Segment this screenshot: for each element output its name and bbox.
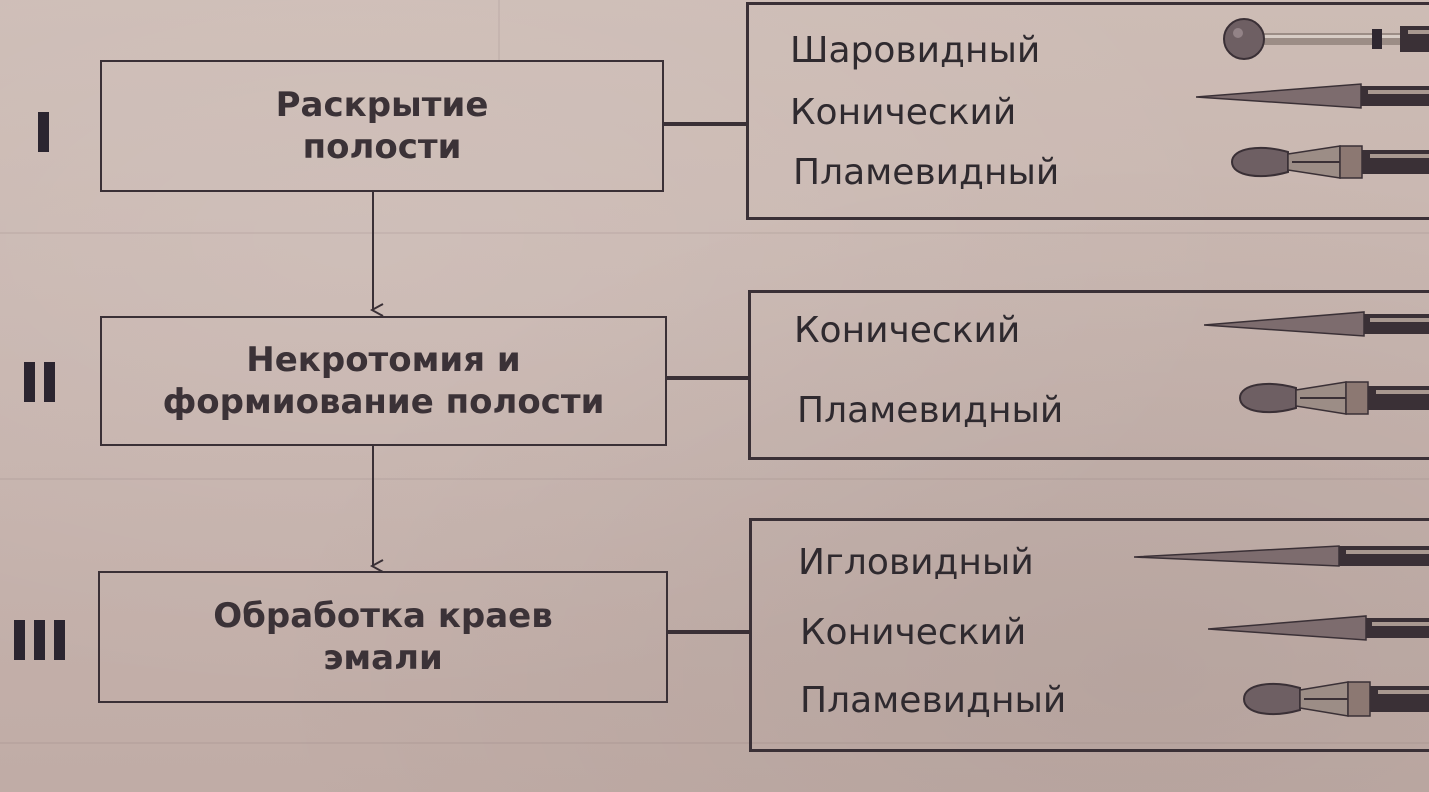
- tool-conical-label: Конический: [800, 612, 1027, 653]
- tool-needle-label: Игловидный: [798, 542, 1034, 583]
- stage-2-tools-bracket: [748, 290, 1429, 460]
- tool-conical-label: Конический: [794, 310, 1021, 351]
- tool-flame-label: Пламевидный: [800, 680, 1067, 721]
- stage-1-box: Раскрытие полости: [100, 60, 664, 192]
- stage-3-box: Обработка краев эмали: [98, 571, 668, 703]
- stage-3-label: Обработка краев эмали: [213, 595, 553, 679]
- page-grid-line: [0, 742, 1429, 744]
- numeral-bar: [14, 620, 25, 660]
- stage-3-tools-bracket: [749, 518, 1429, 752]
- page-grid-line: [0, 478, 1429, 480]
- stage-2-box: Некротомия и формиование полости: [100, 316, 667, 446]
- stage-1-label: Раскрытие полости: [275, 84, 489, 168]
- tool-ball-label: Шаровидный: [790, 30, 1041, 71]
- conical-bur-icon: [1204, 311, 1429, 337]
- flame-bur-icon: [1230, 145, 1429, 179]
- flame-bur-icon: [1238, 381, 1429, 415]
- needle-bur-icon: [1134, 545, 1429, 567]
- stage-2-label: Некротомия и формиование полости: [162, 339, 605, 423]
- numeral-bar: [38, 112, 49, 152]
- stage-1-tools-bracket: [746, 2, 1429, 220]
- numeral-bar: [34, 620, 45, 660]
- tool-flame-label: Пламевидный: [797, 390, 1064, 431]
- conical-bur-icon: [1196, 83, 1429, 109]
- stage-1-numeral: [38, 112, 49, 152]
- flame-bur-icon: [1242, 681, 1429, 717]
- stage-2-numeral: [24, 362, 55, 402]
- numeral-bar: [54, 620, 65, 660]
- tool-conical-label: Конический: [790, 92, 1017, 133]
- numeral-bar: [44, 362, 55, 402]
- tool-flame-label: Пламевидный: [793, 152, 1060, 193]
- numeral-bar: [24, 362, 35, 402]
- page-grid-line: [498, 0, 500, 60]
- stage-3-numeral: [14, 620, 65, 660]
- page-grid-line: [0, 232, 1429, 234]
- ball-bur-icon: [1223, 18, 1429, 60]
- conical-bur-icon: [1208, 615, 1429, 641]
